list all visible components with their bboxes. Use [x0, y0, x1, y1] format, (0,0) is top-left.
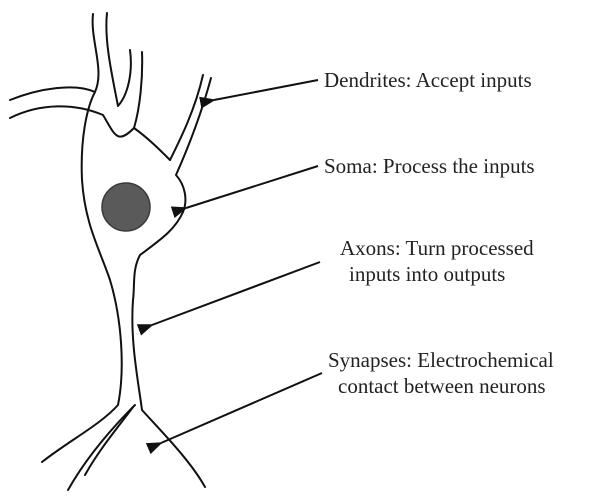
dendrites-label-text: Dendrites: Accept inputs [324, 67, 532, 93]
dendrites-label: Dendrites: Accept inputs [324, 67, 532, 93]
soma-label-text: Soma: Process the inputs [324, 153, 535, 179]
dendrites-pointer-arrow [214, 80, 318, 100]
axons-label: Axons: Turn processed inputs into output… [340, 235, 534, 287]
nucleus [102, 183, 150, 231]
synapses-label-line1: Synapses: Electrochemical [328, 347, 554, 373]
axons-label-line2: inputs into outputs [340, 261, 534, 287]
synapses-pointer-arrow [161, 373, 322, 443]
soma-pointer-arrow [186, 166, 318, 208]
axons-pointer-arrow [152, 262, 320, 325]
axons-label-line1: Axons: Turn processed [340, 235, 534, 261]
soma-label: Soma: Process the inputs [324, 153, 535, 179]
synapses-label-line2: contact between neurons [328, 373, 554, 399]
synapses-label: Synapses: Electrochemical contact betwee… [328, 347, 554, 399]
